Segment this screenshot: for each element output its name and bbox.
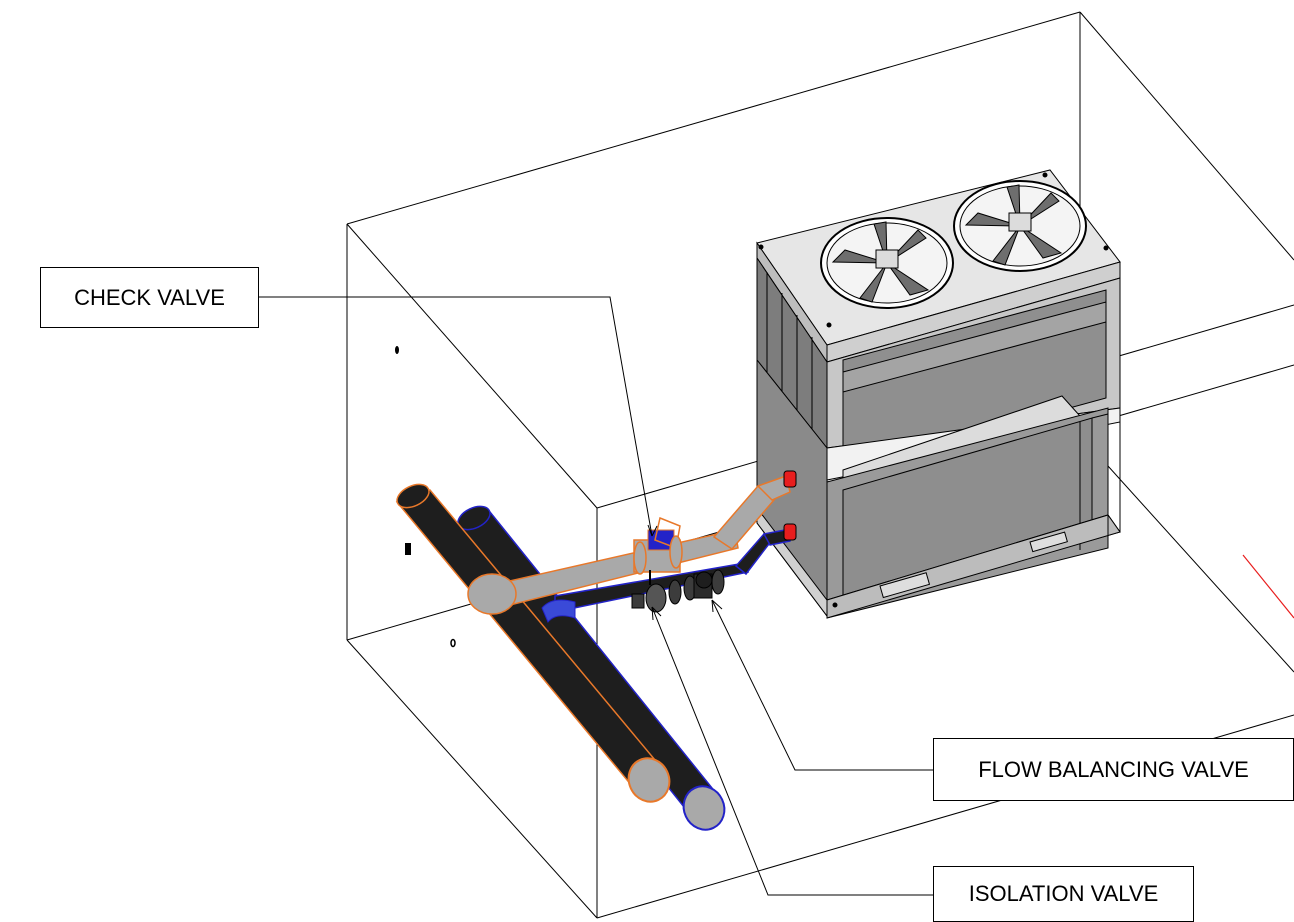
check-valve bbox=[633, 516, 683, 575]
red-reference-line bbox=[1242, 554, 1294, 619]
flow-balancing-valve bbox=[683, 569, 725, 601]
flow-balancing-valve-label: FLOW BALANCING VALVE bbox=[933, 738, 1294, 801]
isolation-valve-label: ISOLATION VALVE bbox=[933, 866, 1194, 922]
main-pipe-front bbox=[395, 483, 671, 803]
check-valve-label: CHECK VALVE bbox=[40, 267, 259, 328]
wall-marks bbox=[395, 346, 456, 648]
fan-left bbox=[820, 217, 954, 309]
fan-right bbox=[953, 180, 1087, 272]
leader-lines bbox=[258, 296, 933, 896]
red-connectors bbox=[783, 470, 797, 541]
isolation-valve bbox=[631, 570, 682, 613]
condensing-unit bbox=[756, 169, 1121, 619]
